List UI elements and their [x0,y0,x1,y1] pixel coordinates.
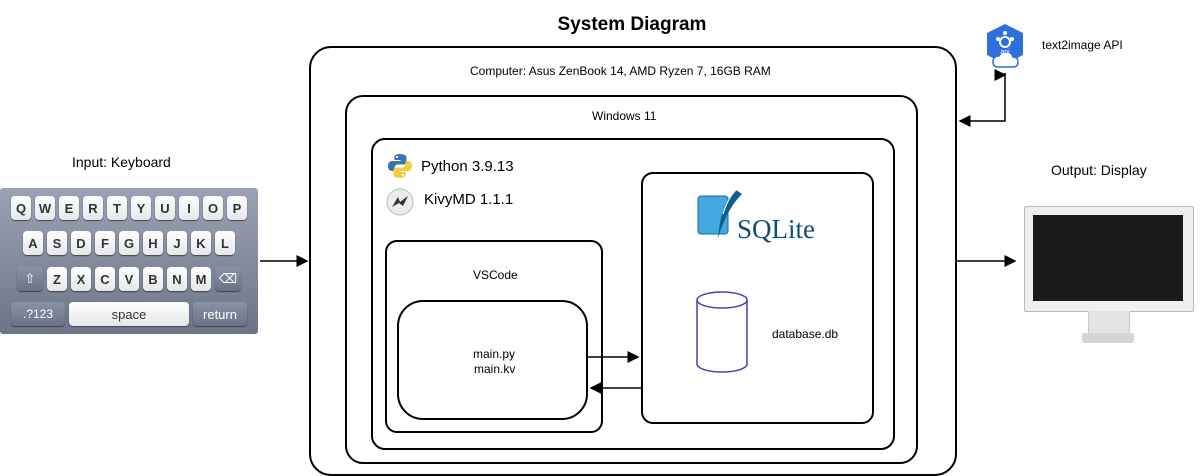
key-k: K [191,231,211,255]
numbers-key: .?123 [11,302,65,326]
backspace-key: ⌫ [215,267,241,291]
key-m: M [191,267,211,291]
key-f: F [95,231,115,255]
key-d: D [71,231,91,255]
key-o: O [203,196,223,220]
keyboard-row-4: .?123 space return [0,302,258,326]
key-c: C [95,267,115,291]
windows-label: Windows 11 [592,109,657,123]
sqlite-box [641,172,874,424]
python-label: Python 3.9.13 [421,158,514,175]
api-label: text2image API [1042,38,1123,52]
api-cloud-icon: api [987,24,1023,68]
database-cylinder-icon [696,291,748,373]
input-label: Input: Keyboard [72,154,171,170]
key-p: P [227,196,247,220]
key-t: T [107,196,127,220]
key-s: S [47,231,67,255]
computer-label: Computer: Asus ZenBook 14, AMD Ryzen 7, … [470,64,771,78]
output-label: Output: Display [1051,162,1147,178]
kivymd-label: KivyMD 1.1.1 [424,191,514,208]
vscode-label: VSCode [473,268,518,282]
key-r: R [83,196,103,220]
main-files-box [397,300,588,420]
kivymd-logo-icon [386,188,414,216]
key-u: U [155,196,175,220]
api-to-computer-arrow [958,73,1006,127]
main-kv-label: main.kv [474,362,516,376]
monitor-base [1082,333,1134,343]
api-icon-text: api [1000,49,1010,56]
key-b: B [143,267,163,291]
key-h: H [143,231,163,255]
sqlite-logo-icon [697,189,742,238]
key-v: V [119,267,139,291]
monitor-stand [1088,311,1130,333]
key-e: E [59,196,79,220]
space-key: space [69,302,189,326]
sqlite-wordmark: SQLite [737,214,815,244]
key-g: G [119,231,139,255]
key-w: W [35,196,55,220]
database-label: database.db [772,327,839,341]
return-key: return [193,302,247,326]
key-x: X [71,267,91,291]
key-z: Z [47,267,67,291]
key-l: L [215,231,235,255]
main-py-label: main.py [473,347,516,361]
python-logo-icon [388,154,412,178]
key-i: I [179,196,199,220]
key-n: N [167,267,187,291]
shift-key: ⇧ [17,267,43,291]
key-q: Q [11,196,31,220]
key-y: Y [131,196,151,220]
key-j: J [167,231,187,255]
diagram-title: System Diagram [557,14,707,35]
monitor-screen [1033,215,1183,301]
key-a: A [23,231,43,255]
